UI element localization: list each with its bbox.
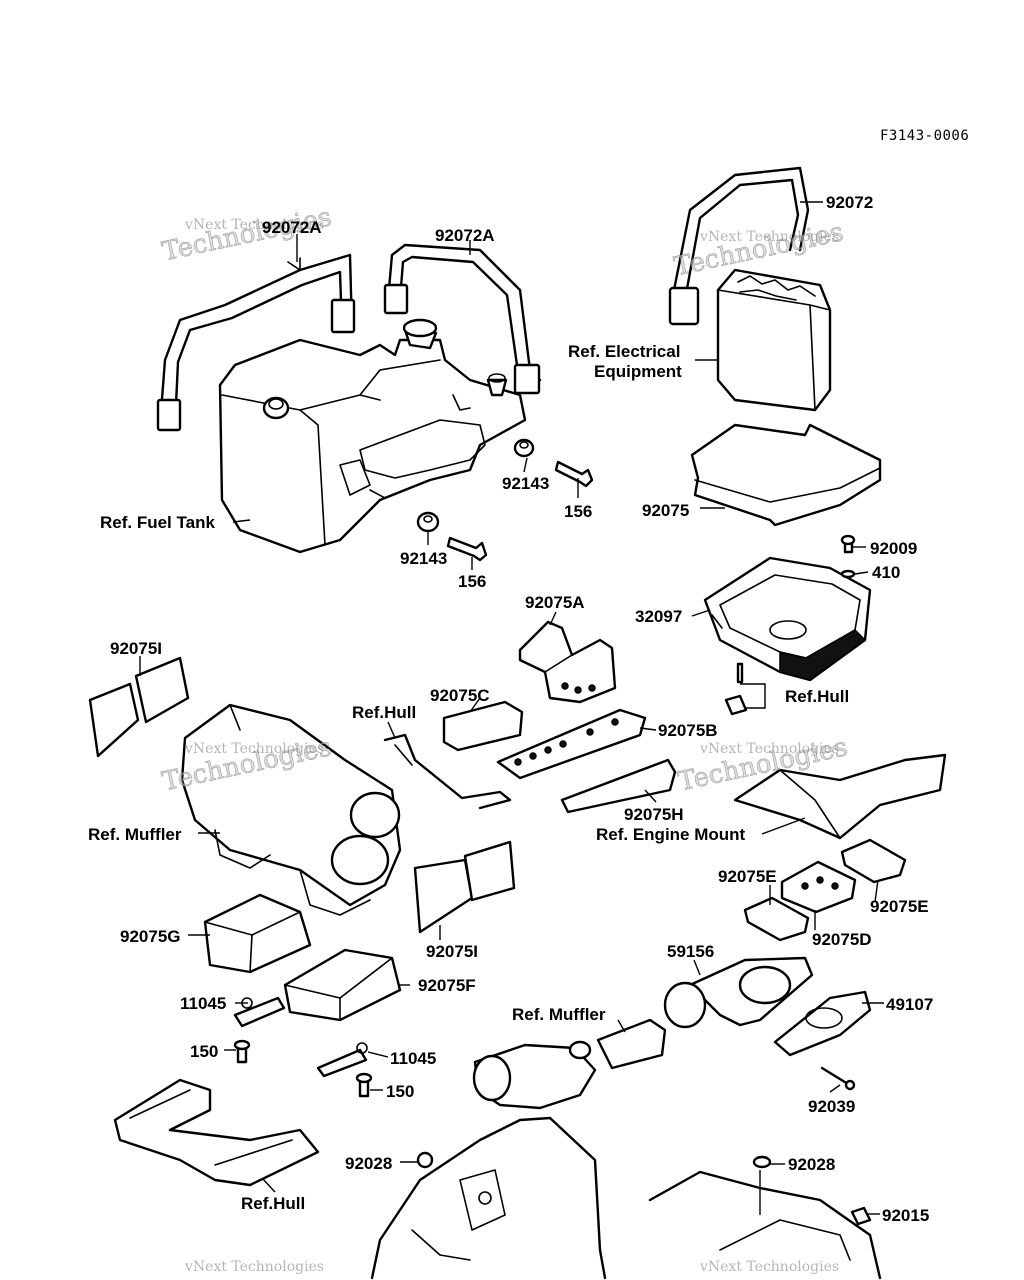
hull-bracket-drawing [113, 1078, 320, 1187]
ref-electrical-label-2: Equipment [594, 362, 682, 381]
muffler-drawing [180, 703, 402, 916]
ref-electrical-label: Ref. Electrical [568, 342, 681, 361]
part-label-410: 410 [872, 563, 901, 582]
ref-hull-label-1: Ref.Hull [785, 687, 850, 706]
part-label-11045-a: 11045 [180, 994, 227, 1013]
watermark: Technologies [671, 217, 846, 283]
part-label-92072a-left: 92072A [262, 218, 322, 237]
leader-lines [139, 201, 884, 1215]
watermark: vNext Technologies [700, 742, 839, 756]
mount-92075f-drawing [233, 948, 402, 1098]
part-label-59156: 59156 [667, 942, 715, 961]
battery-pad-drawing [690, 423, 882, 527]
part-label-92143-b: 92143 [400, 549, 448, 568]
part-label-92075i-top: 92075I [110, 639, 162, 658]
ref-muffler-label-1: Ref. Muffler [88, 825, 182, 844]
part-label-92072: 92072 [826, 193, 874, 212]
watermark: Technologies [159, 732, 334, 798]
ref-fuel-tank-label: Ref. Fuel Tank [100, 513, 215, 532]
part-label-92075d: 92075D [812, 930, 872, 949]
bolts-drawing [416, 438, 594, 562]
part-label-92072a-right: 92072A [435, 226, 495, 245]
battery-drawing [716, 268, 832, 412]
part-label-92015: 92015 [882, 1206, 930, 1225]
engine-mount-plate-drawing [733, 753, 947, 840]
strap-right-drawing [383, 243, 542, 395]
battery-box-drawing [703, 534, 872, 716]
battery-strap-drawing [668, 166, 810, 326]
watermark-text: vNext Technologies [185, 741, 325, 757]
part-label-150-a: 150 [190, 1042, 219, 1061]
part-label-92075e-left: 92075E [718, 867, 777, 886]
watermark-text: vNext Technologies [700, 229, 840, 245]
pads-92075i-bottom-drawing [413, 840, 516, 934]
part-label-92075g: 92075G [120, 927, 181, 946]
part-label-11045-b: 11045 [390, 1049, 437, 1068]
part-label-150-b: 150 [386, 1082, 415, 1101]
hull-right-drawing [648, 1155, 882, 1280]
ref-hull-label-2: Ref.Hull [352, 703, 417, 722]
part-label-92028-left: 92028 [345, 1154, 393, 1173]
watermark: vNext Technologies [185, 218, 324, 232]
ref-muffler-label-2: Ref. Muffler [512, 1005, 606, 1024]
ref-hull-label-3: Ref.Hull [241, 1194, 306, 1213]
pads-92075i-top-drawing [88, 656, 190, 758]
fuel-tank-drawing [218, 318, 527, 554]
engine-mount-brackets-drawing [383, 620, 677, 814]
part-label-92075h: 92075H [624, 805, 684, 824]
watermark: vNext Technologies [700, 1260, 839, 1274]
pads-92075e-d-drawing [743, 838, 907, 942]
part-label-92075c: 92075C [430, 686, 490, 705]
hull-center-drawing [370, 1116, 607, 1280]
part-label-92028-right: 92028 [788, 1155, 836, 1174]
watermark: Technologies [675, 732, 850, 798]
watermark-text: vNext Technologies [700, 1259, 840, 1275]
watermark: vNext Technologies [185, 742, 324, 756]
watermark: Technologies [159, 202, 334, 268]
part-label-92075f: 92075F [418, 976, 476, 995]
part-label-92143-a: 92143 [502, 474, 550, 493]
watermark: vNext Technologies [185, 1260, 324, 1274]
mount-92075g-drawing [203, 893, 312, 974]
figure-code: F3143-0006 [880, 128, 970, 144]
strap-left-drawing [156, 253, 356, 432]
part-label-92039: 92039 [808, 1097, 856, 1116]
exhaust-parts-drawing [663, 956, 872, 1091]
watermark: vNext Technologies [700, 230, 839, 244]
watermark-text: vNext Technologies [700, 741, 840, 757]
ref-engine-mount-label: Ref. Engine Mount [596, 825, 746, 844]
watermark-text: vNext Technologies [185, 217, 325, 233]
watermark-text: vNext Technologies [185, 1259, 325, 1275]
part-label-156-a: 156 [564, 502, 593, 521]
part-label-49107: 49107 [886, 995, 934, 1014]
part-label-156-b: 156 [458, 572, 487, 591]
part-label-32097: 32097 [635, 607, 683, 626]
part-label-92075a: 92075A [525, 593, 585, 612]
part-label-92075i-bottom: 92075I [426, 942, 478, 961]
part-label-92009: 92009 [870, 539, 918, 558]
part-label-92075e-right: 92075E [870, 897, 929, 916]
exhaust-pipe-drawing [472, 1018, 667, 1110]
part-label-92075: 92075 [642, 501, 690, 520]
part-label-92075b: 92075B [658, 721, 718, 740]
